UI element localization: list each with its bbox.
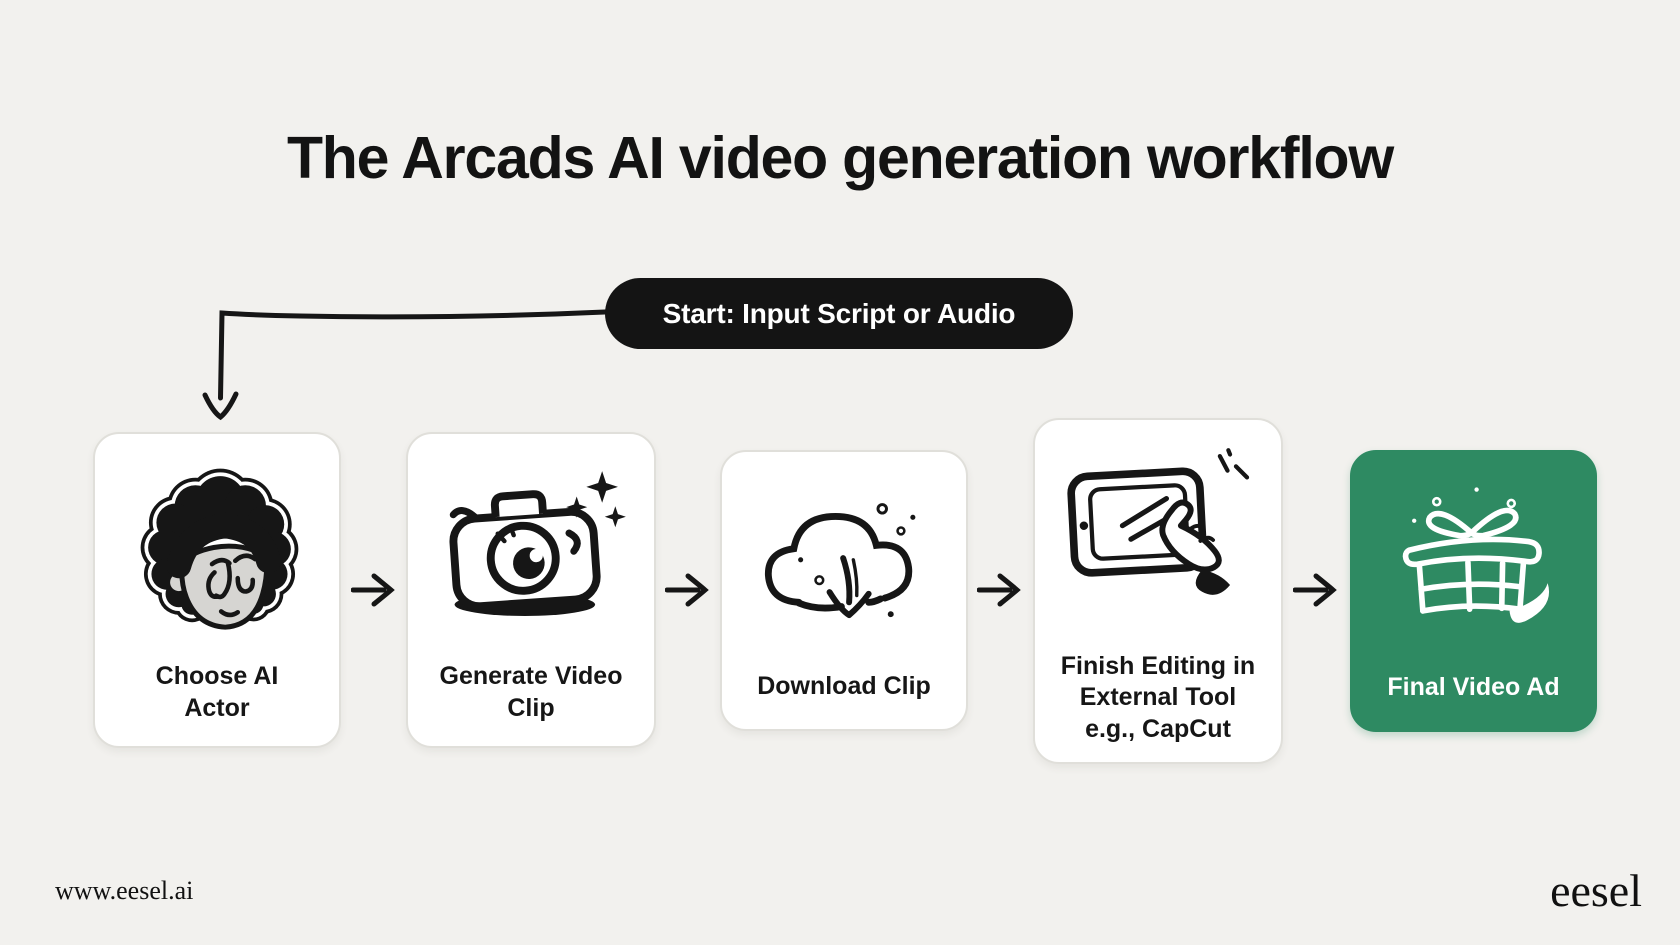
step-label: Download Clip xyxy=(757,671,931,700)
eesel-logo: eesel xyxy=(1550,865,1642,916)
step-card-choose-ai-actor: Choose AI Actor xyxy=(93,432,341,748)
cloud-download-icon xyxy=(764,502,916,618)
start-pill: Start: Input Script or Audio xyxy=(605,278,1073,349)
step-card-finish-editing-external-tool: Finish Editing in External Tool e.g., Ca… xyxy=(1033,418,1283,764)
flow-arrow-icon xyxy=(977,573,1021,607)
step-icon-area xyxy=(722,452,966,671)
step-label: Generate Video Clip xyxy=(439,662,623,722)
step-icon-area xyxy=(1035,420,1281,651)
step-icon-area xyxy=(408,434,654,661)
ai-actor-face-icon xyxy=(140,468,299,630)
flow-arrow-icon xyxy=(665,573,709,607)
step-card-generate-video-clip: Generate Video Clip xyxy=(406,432,656,748)
step-icon-area xyxy=(95,434,339,661)
footer-website-text: www.eesel.ai xyxy=(55,876,194,905)
flow-arrow-icon xyxy=(351,573,395,607)
page-title: The Arcads AI video generation workflow xyxy=(286,125,1394,191)
flow-arrow-icon xyxy=(1293,573,1337,607)
tablet-editing-hand-icon xyxy=(1067,448,1250,596)
step-label: Final Video Ad xyxy=(1387,672,1560,701)
gift-box-icon xyxy=(1402,487,1549,624)
step-card-download-clip: Download Clip xyxy=(720,450,968,731)
step-label: Finish Editing in External Tool e.g., Ca… xyxy=(1060,651,1256,743)
step-icon-area xyxy=(1352,452,1595,672)
step-card-final-video-ad: Final Video Ad xyxy=(1350,450,1597,732)
start-pill-label: Start: Input Script or Audio xyxy=(662,297,1016,329)
step-label: Choose AI Actor xyxy=(155,662,279,722)
camera-icon xyxy=(449,471,626,617)
